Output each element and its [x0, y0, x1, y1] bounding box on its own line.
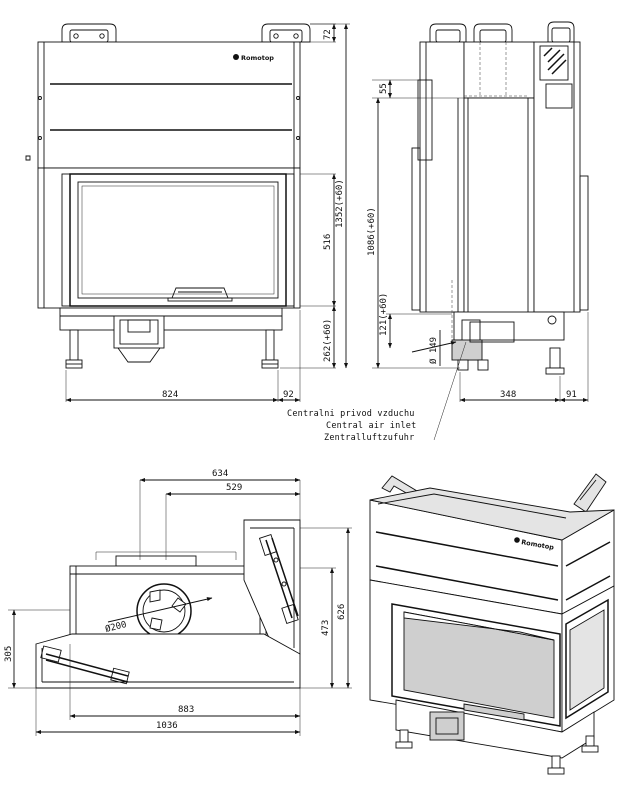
inlet-note-cz: Centralni privod vzduchu [287, 409, 415, 419]
perspective-view: Romotop [369, 473, 615, 775]
top-dim-883: 883 [178, 705, 194, 715]
front-leg-right [261, 329, 279, 369]
persp-door-handle [463, 703, 525, 721]
persp-handle-right [573, 473, 607, 513]
flue-collar [107, 583, 213, 639]
top-dim-flue: Ø200 [104, 619, 128, 635]
side-inner-duct [463, 41, 535, 99]
top-view: Ø200 634 529 [4, 469, 352, 736]
top-dim-305: 305 [4, 646, 14, 662]
front-leg-left [65, 329, 83, 369]
front-dim-top: 72 [323, 29, 333, 40]
side-dim-height: 1086(+60) [367, 207, 377, 256]
side-dim-rear: 91 [566, 390, 577, 400]
side-handle-right [473, 23, 513, 43]
side-legs [457, 347, 565, 375]
svg-text:Romotop: Romotop [241, 54, 274, 62]
front-dim-base: 262(+60) [323, 319, 333, 362]
front-dim-glass: 516 [323, 234, 333, 250]
inlet-note-de: Zentralluftzufuhr [324, 433, 414, 443]
front-handle-right [261, 23, 311, 43]
top-dim-1036: 1036 [156, 721, 178, 731]
top-dim-634: 634 [212, 469, 228, 479]
side-dim-depth: 348 [500, 390, 516, 400]
front-hood [37, 41, 301, 169]
rear-louvre [539, 45, 569, 81]
top-dim-529: 529 [226, 483, 242, 493]
inlet-note: Centralni privod vzduchu Central air inl… [287, 409, 416, 443]
top-dim-473: 473 [321, 620, 331, 636]
front-view: Romotop [25, 23, 350, 403]
side-dim-top: 55 [379, 83, 389, 94]
side-front-panel [419, 41, 465, 313]
side-dim-inlet-height: 121(+60) [379, 293, 389, 336]
inlet-note-en: Central air inlet [326, 421, 416, 431]
air-lever-bottom [40, 645, 130, 685]
brand-logo-front: Romotop [233, 54, 274, 62]
front-air-inlet [113, 315, 165, 363]
side-view: 55 1086(+60) 121(+60) Ø 149 348 91 [367, 21, 589, 441]
persp-legs [395, 729, 599, 775]
front-dim-side: 92 [283, 390, 294, 400]
air-lever-right [258, 534, 299, 625]
front-dim-total: 1352(+60) [335, 179, 345, 228]
side-dim-inlet-diameter: Ø 149 [428, 337, 439, 364]
top-bottom-wing [35, 633, 301, 689]
front-handle-left [61, 23, 117, 43]
front-body [37, 167, 301, 309]
persp-glass-side [569, 609, 605, 711]
side-rear-panel [533, 41, 581, 313]
side-handle-left [429, 23, 467, 43]
front-base [59, 307, 283, 331]
side-handle-rear [547, 21, 575, 43]
front-dim-width: 824 [162, 390, 178, 400]
top-dim-626: 626 [337, 604, 347, 620]
top-main-box [69, 565, 267, 645]
door-handle [167, 287, 233, 302]
